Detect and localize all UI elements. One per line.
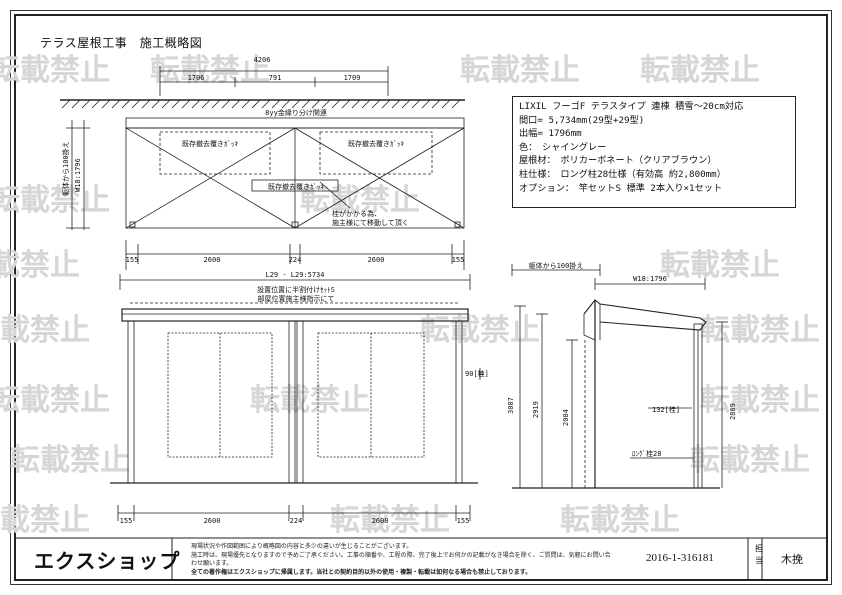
watermark-text: 転載禁止 — [700, 383, 820, 418]
watermark-text: 転載禁止 — [0, 503, 90, 538]
watermark-text: 転載禁止 — [330, 503, 450, 538]
plan-bottom-dim: 155 — [452, 256, 465, 264]
zone-center-label: 既存撤去覆きｶﾞｯｷ — [268, 182, 324, 191]
watermark-text: 転載禁止 — [660, 248, 780, 283]
plan-segment: 791 — [269, 74, 282, 82]
role-label: 担当 — [755, 544, 763, 565]
outer-frame — [10, 10, 832, 585]
spec-line: LIXIL フーゴF テラスタイプ 連棟 積雪～20cm対応 — [519, 101, 744, 112]
side-height: 2919 — [532, 401, 540, 418]
center-zone-box — [251, 179, 339, 192]
spec-line: 柱仕様： ロング柱28仕様（有効高 約2,800mm） — [519, 168, 726, 180]
watermark-text: 転載禁止 — [150, 53, 270, 88]
zone-right-label: 既存撤去覆きｶﾞｯｷ — [348, 139, 404, 148]
inner-frame — [14, 14, 828, 581]
elevation-bottom-dim: 155 — [457, 517, 470, 525]
watermark-text: 転載禁止 — [0, 313, 90, 348]
spec-line: 出幅= 1796mm — [519, 128, 582, 140]
person-name: 木挽 — [781, 553, 803, 566]
plan-bottom-dim: 2600 — [368, 256, 385, 264]
watermark-text: 転載禁止 — [690, 443, 810, 478]
plan-segment: 1706 — [188, 74, 205, 82]
watermark-text: 転載禁止 — [250, 383, 370, 418]
footer-lines — [16, 537, 826, 579]
footer-note: 全ての著作権はエクスショップに帰属します。当社との契約目的以外の使用・複製・転載… — [191, 568, 532, 576]
plan-bottom-dim: 2600 — [204, 256, 221, 264]
watermark-text: 転載禁止 — [560, 503, 680, 538]
side-height: 2869 — [729, 403, 737, 420]
spec-line: 屋根材： ポリカーボネート（クリアブラウン） — [519, 155, 717, 167]
elevation-bottom-dim: 2600 — [204, 517, 221, 525]
zone-left-label: 既存撤去覆きｶﾞｯｷ — [182, 139, 238, 148]
plan-view — [60, 66, 465, 270]
side-post-note: ﾛﾝｸﾞ桂28 — [632, 449, 661, 458]
footer-note: 現場状況や作図範囲により概略図の内容と多少の違いが生じることがございます。 — [191, 543, 413, 550]
side-elevation — [479, 264, 728, 489]
elevation-note-line: 部屋位置施主様指示にて — [258, 294, 335, 303]
watermark-text: 転載禁止 — [420, 313, 540, 348]
footer-note: 施工時は、現場優先となりますので予めご了承ください。工事の順番や、工程の際、完了… — [191, 551, 611, 568]
plan-note-line: 施主様にて移動して頂く — [332, 218, 409, 227]
gutter-note: 8yy金縁り分け関連 — [265, 108, 327, 117]
spec-box: LIXIL フーゴF テラスタイプ 連棟 積雪～20cm対応 間口= 5,734… — [512, 96, 796, 208]
drawing-code: 2016-1-316181 — [646, 552, 714, 564]
company-logo: エクスショップ — [34, 549, 181, 573]
elevation-bottom-dim: 2600 — [372, 517, 389, 525]
side-height: 2004 — [562, 409, 570, 426]
watermark-text: 転載禁止 — [460, 53, 580, 88]
spec-line: 間口= 5,734mm(29型+29型) — [519, 114, 645, 126]
watermark-text: 転載禁止 — [300, 183, 420, 218]
footer-notes: 現場状況や作図範囲により概略図の内容と多少の違いが生じることがございます。 施工… — [191, 543, 611, 577]
side-depth: W18:1796 — [633, 275, 667, 283]
plan-bottom-dim: 155 — [126, 256, 139, 264]
watermark-text: 転載禁止 — [0, 383, 110, 418]
plan-side-label: 躯体から100掛え — [61, 141, 70, 196]
watermark-text: 転載禁止 — [640, 53, 760, 88]
plan-labels: 4206 1706 791 1709 8yy金縁り分け関連 既存撤去覆きｶﾞｯｷ… — [61, 56, 464, 264]
side-labels: 躯体から100掛え W18:1796 90[桂] 132[桂] 3007 291… — [465, 261, 737, 458]
spec-line: オプション： 竿セットS 標準 2本入り×1セット — [519, 182, 723, 194]
plan-segment: 1709 — [344, 74, 361, 82]
plan-overall-width: 4206 — [254, 56, 271, 64]
page-title: テラス屋根工事 施工概略図 — [40, 36, 203, 50]
watermark-text: 転載禁止 — [10, 443, 130, 478]
side-height: 3007 — [507, 397, 515, 414]
watermark-text: 転載禁止 — [0, 183, 110, 218]
side-dim-90: 90[桂] — [465, 369, 489, 378]
elevation-note-line: 設置位置に半割付けｾｯﾄS — [257, 285, 335, 294]
side-from-wall: 躯体から100掛え — [529, 261, 584, 270]
plan-bottom-dim: 224 — [289, 256, 302, 264]
spec-line: 色： シャイングレー — [519, 141, 607, 153]
watermark-text: 転載禁止 — [0, 53, 110, 88]
front-elevation — [110, 274, 478, 521]
elevation-total-width: L29 - L29:5734 — [265, 271, 324, 279]
watermark-layer: 転載禁止 転載禁止 転載禁止 転載禁止 転載禁止 転載禁止 転載禁止 転載禁止 … — [0, 53, 820, 538]
plan-depth-label: W18:1796 — [74, 158, 82, 192]
footer: エクスショップ 現場状況や作図範囲により概略図の内容と多少の違いが生じることがご… — [16, 539, 826, 579]
plan-note-line: 桂がかかる為、 — [332, 209, 381, 218]
watermark-text: 転載禁止 — [700, 313, 820, 348]
watermark-text: 転載禁止 — [0, 248, 80, 283]
elevation-bottom-dim: 224 — [290, 517, 303, 525]
elevation-labels: L29 - L29:5734 設置位置に半割付けｾｯﾄS 部屋位置施主様指示にて… — [120, 271, 470, 525]
elevation-bottom-dim: 155 — [120, 517, 133, 525]
side-dim-132: 132[桂] — [652, 405, 680, 414]
